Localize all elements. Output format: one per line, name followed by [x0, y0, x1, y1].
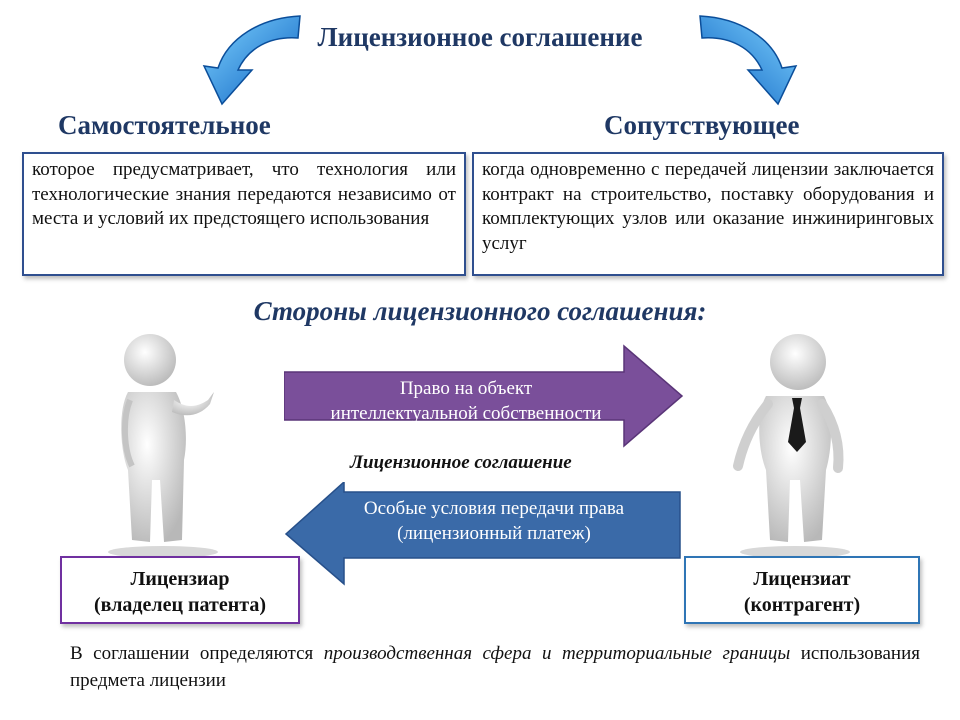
licensee-figure-icon — [733, 334, 850, 558]
licensee-subtitle: (контрагент) — [743, 594, 861, 616]
right-arrow-line2: интеллектуальной собственности — [330, 403, 602, 424]
licensee-title: Лицензиат — [753, 568, 851, 590]
licensor-figure-icon — [108, 334, 218, 558]
accompanying-description-box: когда одновременно с передачей лицензии … — [472, 152, 944, 276]
left-arrow-shape — [284, 482, 681, 586]
licensor-title: Лицензиар — [130, 568, 230, 590]
footer-text: В соглашении определяются производственн… — [70, 640, 920, 694]
footer-part1: В соглашении определяются — [70, 643, 314, 664]
page-title: Лицензионное соглашение — [317, 22, 643, 52]
accompanying-description: когда одновременно с передачей лицензии … — [482, 159, 934, 254]
right-arrow-line1: Право на объект — [399, 378, 533, 399]
right-arrow-shape — [284, 344, 684, 448]
licensor-subtitle: (владелец патента) — [94, 594, 266, 616]
curved-arrow-left-icon — [202, 15, 301, 106]
footer-part3: использования предмета лицензии — [70, 643, 921, 691]
standalone-description: которое предусматривает, что технология … — [32, 159, 456, 229]
curved-arrow-right-icon — [699, 15, 798, 106]
left-arrow-line1: Особые условия передачи права — [363, 498, 625, 519]
footer-part2: производственная сфера и территориальные… — [323, 643, 791, 664]
standalone-description-box: которое предусматривает, что технология … — [22, 152, 466, 276]
agreement-label: Лицензионное соглашение — [350, 452, 572, 473]
parties-heading: Стороны лицензионного соглашения: — [253, 296, 707, 326]
standalone-label: Самостоятельное — [58, 110, 271, 140]
left-arrow-text: Особые условия передачи права (лицензион… — [314, 496, 674, 546]
licensor-box: Лицензиар (владелец патента) — [60, 556, 300, 624]
right-arrow-text: Право на объект интеллектуальной собстве… — [286, 376, 646, 426]
licensee-box: Лицензиат (контрагент) — [684, 556, 920, 624]
accompanying-label: Сопутствующее — [604, 110, 800, 140]
left-arrow-line2: (лицензионный платеж) — [397, 523, 591, 544]
